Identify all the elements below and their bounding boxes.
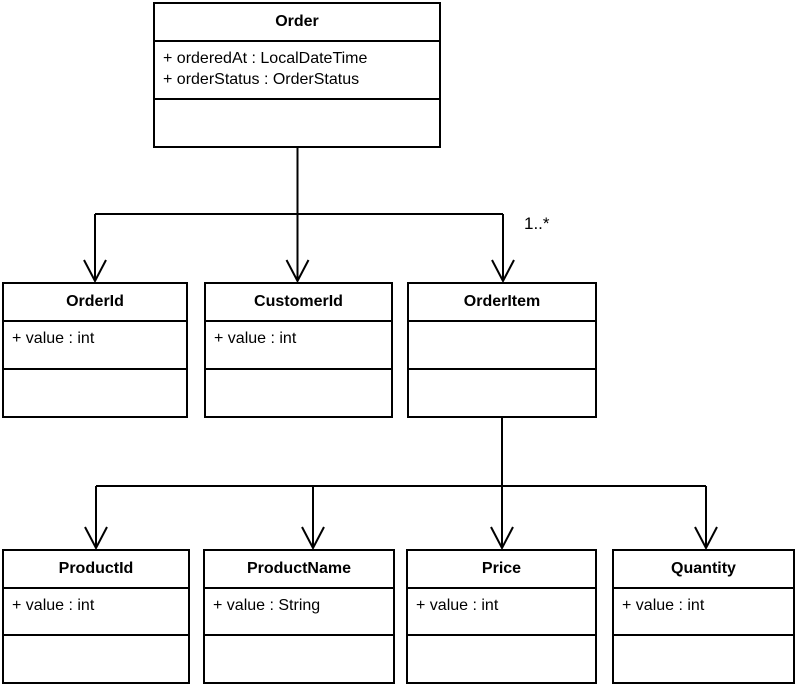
class-orderitem-title: OrderItem bbox=[409, 284, 595, 322]
attribute-line: + orderedAt : LocalDateTime bbox=[163, 50, 368, 67]
class-customerid-title: CustomerId bbox=[206, 284, 391, 322]
attribute-line: + value : int bbox=[12, 330, 95, 347]
class-order-attributes: + orderedAt : LocalDateTime + orderStatu… bbox=[155, 42, 439, 100]
arrowhead-productid-icon bbox=[84, 526, 108, 551]
class-productid: ProductId + value : int bbox=[2, 549, 190, 684]
class-price-title: Price bbox=[408, 551, 595, 589]
class-productid-attributes: + value : int bbox=[4, 589, 188, 636]
class-customerid: CustomerId + value : int bbox=[204, 282, 393, 418]
attribute-line: + value : int bbox=[416, 597, 499, 614]
class-orderitem-methods bbox=[409, 370, 595, 416]
class-orderitem-attributes bbox=[409, 322, 595, 370]
class-orderid-attributes: + value : int bbox=[4, 322, 186, 370]
class-order: Order + orderedAt : LocalDateTime + orde… bbox=[153, 2, 441, 148]
class-quantity-methods bbox=[614, 636, 793, 682]
class-quantity-title: Quantity bbox=[614, 551, 793, 589]
arrowhead-orderitem-icon bbox=[491, 259, 515, 284]
arrowhead-orderid-icon bbox=[83, 259, 107, 284]
class-quantity-attributes: + value : int bbox=[614, 589, 793, 636]
arrowhead-productname-icon bbox=[301, 526, 325, 551]
class-orderitem: OrderItem bbox=[407, 282, 597, 418]
attribute-line: + value : int bbox=[622, 597, 705, 614]
class-productname-title: ProductName bbox=[205, 551, 393, 589]
class-quantity: Quantity + value : int bbox=[612, 549, 795, 684]
arrowhead-price-icon bbox=[490, 526, 514, 551]
attribute-line: + value : String bbox=[213, 597, 321, 614]
multiplicity-label: 1..* bbox=[524, 214, 550, 233]
attribute-line: + value : int bbox=[214, 330, 297, 347]
class-productname: ProductName + value : String bbox=[203, 549, 395, 684]
class-customerid-attributes: + value : int bbox=[206, 322, 391, 370]
class-productname-attributes: + value : String bbox=[205, 589, 393, 636]
attribute-line: + orderStatus : OrderStatus bbox=[163, 71, 360, 88]
class-price-methods bbox=[408, 636, 595, 682]
class-price: Price + value : int bbox=[406, 549, 597, 684]
class-order-methods bbox=[155, 100, 439, 146]
class-orderid-methods bbox=[4, 370, 186, 416]
class-customerid-methods bbox=[206, 370, 391, 416]
class-order-title: Order bbox=[155, 4, 439, 42]
class-price-attributes: + value : int bbox=[408, 589, 595, 636]
class-orderid: OrderId + value : int bbox=[2, 282, 188, 418]
class-productid-methods bbox=[4, 636, 188, 682]
class-orderid-title: OrderId bbox=[4, 284, 186, 322]
class-productid-title: ProductId bbox=[4, 551, 188, 589]
arrowhead-customerid-icon bbox=[285, 259, 310, 284]
attribute-line: + value : int bbox=[12, 597, 95, 614]
class-productname-methods bbox=[205, 636, 393, 682]
arrowhead-quantity-icon bbox=[694, 526, 718, 551]
